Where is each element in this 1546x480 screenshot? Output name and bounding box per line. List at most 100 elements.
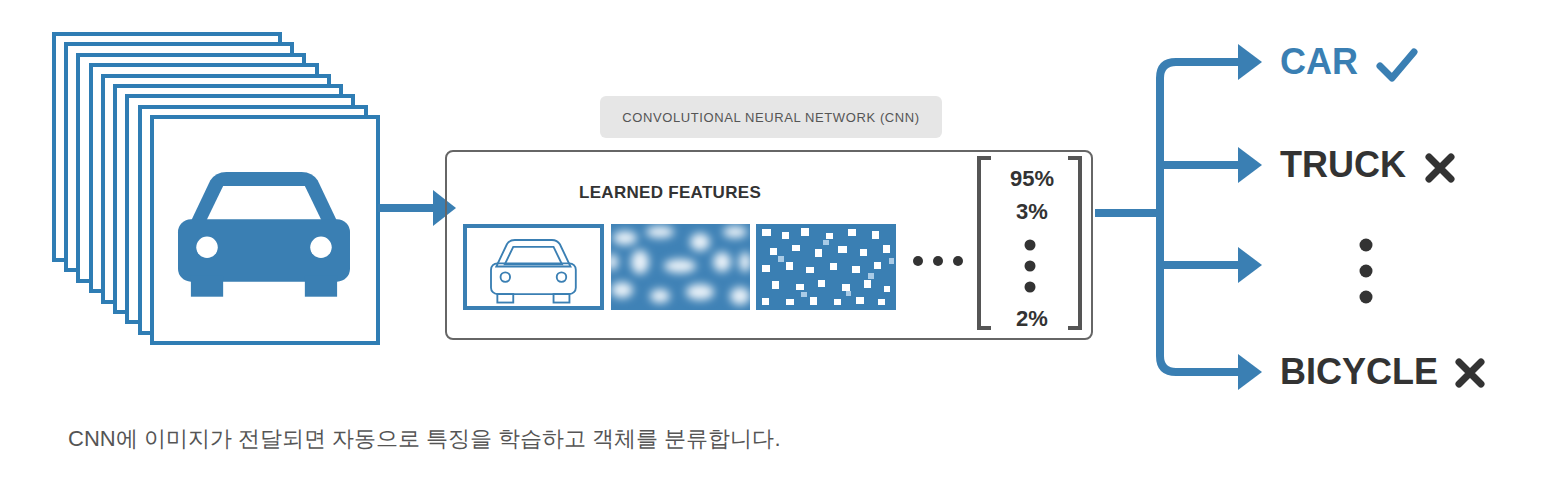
feature-thumbnail <box>611 254 618 270</box>
vector-bracket <box>1068 158 1080 328</box>
arrow-heads <box>1238 147 1262 183</box>
feature-thumbnail <box>842 284 850 291</box>
feature-thumbnail <box>491 263 576 294</box>
arrow-heads <box>1238 44 1262 80</box>
feature-thumbnail <box>686 284 714 300</box>
ellipsis-dots <box>953 256 963 266</box>
feature-thumbnail <box>889 258 894 264</box>
feature-thumbnail <box>856 297 864 304</box>
feature-thumbnail <box>834 299 841 305</box>
feature-thumbnail <box>823 240 829 245</box>
feature-thumbnail <box>646 226 674 238</box>
car-icon <box>305 275 337 297</box>
feature-thumbnail <box>872 231 879 239</box>
probability-value: 95% <box>992 166 1072 192</box>
probability-value: 2% <box>992 306 1072 332</box>
feature-thumbnail <box>782 232 789 239</box>
feature-thumbnail <box>778 256 784 262</box>
feature-thumbnail <box>491 240 576 303</box>
feature-thumbnail <box>830 263 837 270</box>
feature-thumbnail <box>505 247 562 264</box>
feature-thumbnail <box>650 289 670 303</box>
feature-thumbnail <box>762 229 771 236</box>
feature-thumbnail <box>838 246 847 253</box>
feature-thumbnail <box>852 266 860 273</box>
feature-thumbnail <box>772 281 779 289</box>
feature-thumbnail <box>874 262 881 269</box>
car-icon <box>178 172 350 297</box>
check-mark <box>1380 52 1414 78</box>
feature-thumbnail <box>868 273 874 279</box>
ellipsis-dots <box>933 256 943 266</box>
network-name: CONVOLUTIONAL NEURAL NETWORK (CNN) <box>622 110 920 125</box>
cross-mark <box>1429 157 1451 179</box>
feature-thumbnail <box>762 228 890 305</box>
class-label: BICYCLE <box>1280 351 1438 393</box>
feature-thumbnail <box>611 282 633 298</box>
vector-bracket <box>979 158 991 328</box>
ellipsis-dots <box>913 256 923 266</box>
input-arrow <box>378 204 437 212</box>
arrow-heads <box>1238 247 1262 283</box>
cross-mark <box>1459 362 1481 384</box>
feature-thumbnail <box>778 240 894 297</box>
feature-thumbnail <box>756 224 896 310</box>
feature-thumbnail <box>883 245 890 253</box>
feature-thumbnail <box>815 249 822 257</box>
output-arrows <box>1095 62 1244 372</box>
feature-thumbnail <box>848 229 856 236</box>
feature-thumbnail <box>465 226 602 308</box>
feature-thumbnail <box>786 262 793 270</box>
feature-thumbnail <box>864 280 871 288</box>
feature-thumbnail <box>846 291 851 296</box>
probability-value: 3% <box>992 199 1072 225</box>
feature-thumbnail <box>631 250 649 274</box>
section-heading: LEARNED FEATURES <box>579 180 761 206</box>
ellipsis-dots <box>1360 239 1373 252</box>
feature-thumbnail <box>860 249 867 256</box>
ellipsis-dots <box>1025 261 1036 272</box>
car-icon <box>178 219 350 281</box>
feature-thumbnail <box>713 252 731 272</box>
feature-thumbnail <box>770 248 777 255</box>
feature-thumbnail <box>792 245 800 251</box>
feature-thumbnail <box>723 226 747 238</box>
feature-thumbnail <box>878 299 885 305</box>
caption: CNN에 이미지가 전달되면 자동으로 특징을 학습하고 객체를 분류합니다. <box>68 424 781 454</box>
feature-thumbnail <box>796 284 804 290</box>
car-icon <box>206 186 322 221</box>
feature-thumbnail <box>818 280 825 287</box>
output-arrows <box>1160 161 1244 169</box>
feature-thumbnail <box>557 272 567 282</box>
output-arrows <box>1160 62 1244 372</box>
output-arrows <box>1160 261 1244 269</box>
car-icon <box>196 237 218 259</box>
ellipsis-dots <box>1360 265 1373 278</box>
feature-thumbnail <box>690 233 710 251</box>
ellipsis-dots <box>1360 239 1373 304</box>
feature-thumbnail <box>613 231 637 245</box>
feature-thumbnail <box>501 272 511 282</box>
car-icon <box>189 172 340 226</box>
feature-thumbnail <box>756 224 896 310</box>
feature-thumbnail <box>611 226 750 305</box>
title-tag: CONVOLUTIONAL NEURAL NETWORK (CNN) <box>600 96 942 138</box>
image-stack <box>152 117 378 343</box>
feature-thumbnail <box>801 228 809 236</box>
car-icon <box>310 237 332 259</box>
feature-thumbnail <box>762 265 770 272</box>
ellipsis-dots <box>1025 282 1036 293</box>
feature-thumbnail <box>826 233 833 239</box>
feature-thumbnail <box>810 297 817 305</box>
ellipsis-dots <box>1360 291 1373 304</box>
car-icon <box>191 275 223 297</box>
feature-thumbnail <box>664 259 696 273</box>
class-label: TRUCK <box>1280 144 1406 186</box>
cnn-box: LEARNED FEATURES 95% 3% 2% <box>445 150 1093 340</box>
output-arrows <box>1095 209 1160 217</box>
feature-thumbnail <box>739 252 750 272</box>
feature-thumbnail <box>762 298 769 305</box>
vector-bracket <box>979 158 1080 328</box>
feature-thumbnail <box>465 226 602 308</box>
